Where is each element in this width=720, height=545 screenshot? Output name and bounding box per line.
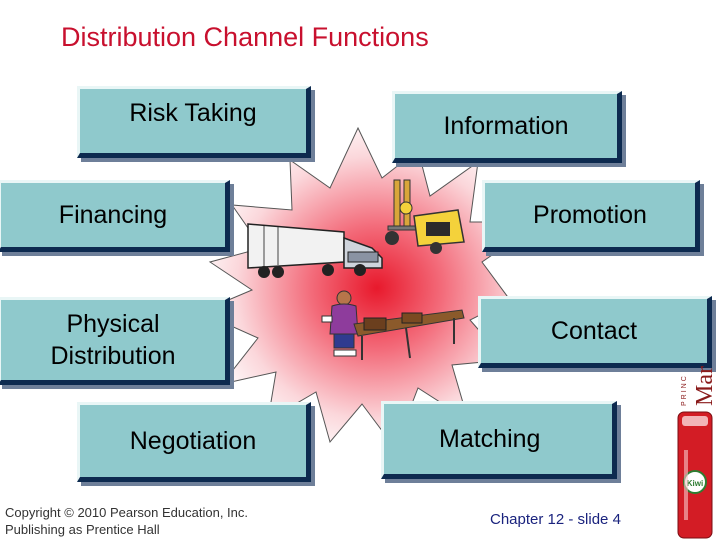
svg-text:Kiwi: Kiwi [687, 479, 703, 488]
forklift-icon [385, 179, 465, 254]
contact-label: Contact [550, 316, 638, 345]
function-box-risk-taking: Risk Taking [77, 86, 311, 158]
information-label: Information [443, 111, 569, 140]
negotiation-label: Negotiation [129, 426, 257, 455]
function-box-physical-distribution: Physical Distribution [0, 297, 230, 385]
risk-taking-label: Risk Taking [129, 99, 257, 127]
slide-number: Chapter 12 - slide 4 [490, 511, 621, 528]
distribution-label: Distribution [50, 342, 176, 370]
svg-text:PRINC: PRINC [681, 374, 688, 406]
function-box-negotiation: Negotiation [77, 402, 311, 482]
brand-logo-icon: PRINC Mar Kiwi [677, 366, 718, 539]
brand-sidebar: PRINC Mar Kiwi [672, 340, 718, 540]
function-box-information: Information [392, 91, 622, 163]
slide-title: Distribution Channel Functions [61, 22, 429, 52]
svg-text:Mar: Mar [692, 366, 716, 406]
function-box-contact: Contact [478, 296, 712, 368]
worker-conveyor-icon [321, 290, 465, 360]
copyright-notice: Copyright © 2010 Pearson Education, Inc.… [5, 505, 248, 539]
function-box-financing: Financing [0, 180, 230, 252]
function-box-matching: Matching [381, 401, 617, 479]
truck-icon [247, 223, 383, 278]
promotion-label: Promotion [533, 200, 647, 229]
copyright-line-2: Publishing as Prentice Hall [5, 521, 160, 537]
physical-label: Physical [66, 309, 160, 338]
financing-label: Financing [58, 200, 168, 229]
function-box-promotion: Promotion [482, 180, 700, 252]
copyright-line-1: Copyright © 2010 Pearson Education, Inc. [5, 505, 249, 520]
matching-label: Matching [439, 424, 541, 453]
